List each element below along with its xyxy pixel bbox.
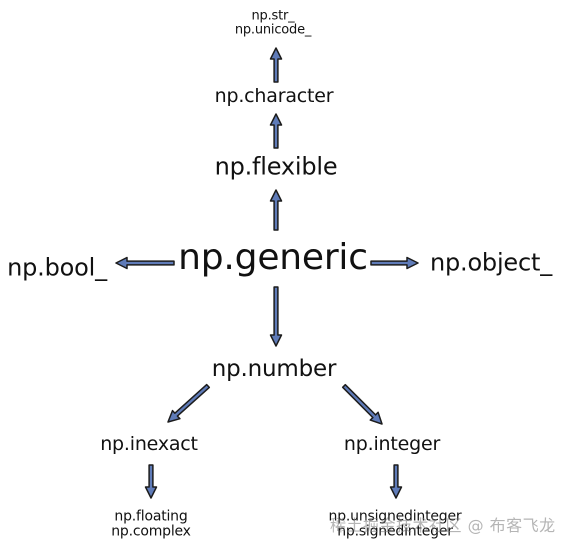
node-signedinteger-label: np.signedinteger (337, 523, 453, 539)
arrow-number-to-integer (341, 383, 383, 425)
arrow-shape (167, 383, 211, 423)
arrow-shape (144, 464, 158, 499)
arrow-number-to-inexact (167, 383, 211, 423)
arrow-generic-to-flexible (269, 189, 283, 231)
arrow-shape (269, 286, 283, 347)
arrow-shape (389, 464, 403, 499)
node-unsigned-signed: np.unsignedinteger np.signedinteger (329, 509, 462, 538)
node-unicode-label: np.unicode_ (234, 22, 312, 37)
node-inexact: np.inexact (100, 433, 198, 456)
arrow-shape (269, 189, 283, 231)
node-object: np.object_ (429, 248, 553, 277)
arrow-shape (115, 256, 175, 270)
arrow-shape (269, 47, 283, 83)
arrow-inexact-to-floating (144, 464, 158, 499)
node-str-unicode: np.str_ np.unicode_ (234, 8, 312, 37)
watermark: 稀土掘金技术社区 @ 布客飞龙 (330, 516, 556, 535)
arrow-shape (370, 256, 419, 270)
arrow-shape (269, 113, 283, 149)
arrow-character-to-str (269, 47, 283, 83)
node-str-label: np.str_ (251, 8, 295, 24)
node-complex-label: np.complex (111, 523, 191, 539)
arrow-generic-to-bool (115, 256, 175, 270)
node-unsignedinteger-label: np.unsignedinteger (328, 508, 462, 525)
node-floating-complex: np.floating np.complex (111, 509, 191, 538)
arrow-integer-to-unsigned (389, 464, 403, 499)
arrow-shape (341, 383, 383, 425)
node-integer: np.integer (343, 433, 441, 456)
node-number: np.number (211, 355, 337, 382)
node-floating-label: np.floating (114, 508, 188, 525)
node-generic: np.generic (178, 237, 368, 279)
node-character: np.character (214, 85, 334, 108)
arrow-generic-to-number (269, 286, 283, 347)
arrow-flexible-to-character (269, 113, 283, 149)
node-bool: np.bool_ (7, 253, 107, 282)
node-flexible: np.flexible (214, 152, 338, 181)
arrow-generic-to-object (370, 256, 419, 270)
